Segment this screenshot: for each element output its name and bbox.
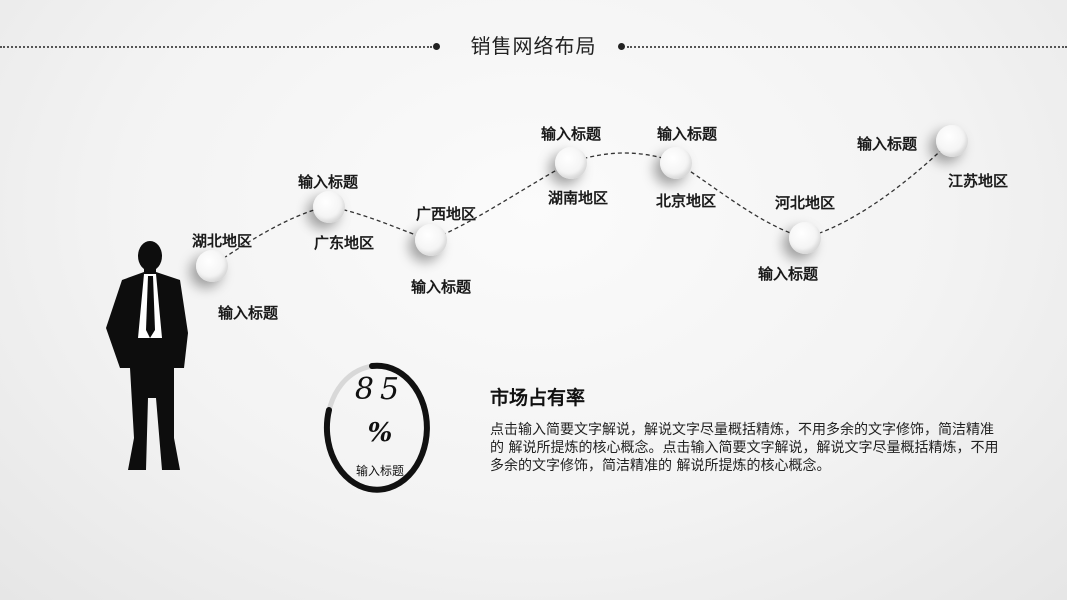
businessman-silhouette-icon	[106, 241, 188, 470]
region-label: 湖北地区	[192, 232, 253, 250]
node-jiangsu[interactable]	[936, 125, 968, 157]
node-hubei[interactable]	[196, 250, 228, 282]
caption-label: 输入标题	[411, 278, 472, 296]
region-label: 北京地区	[656, 192, 717, 210]
caption-label: 输入标题	[657, 125, 718, 143]
header-dot-left	[433, 43, 440, 50]
caption-label: 输入标题	[857, 135, 918, 153]
region-label: 湖南地区	[548, 189, 609, 207]
caption-label: 输入标题	[541, 125, 602, 143]
header-dot-right	[618, 43, 625, 50]
node-guangxi[interactable]	[415, 224, 447, 256]
market-share-title: 市场占有率	[490, 387, 586, 409]
region-label: 河北地区	[775, 194, 836, 212]
gauge-label: 输入标题	[355, 464, 404, 478]
region-label: 广西地区	[416, 205, 477, 223]
caption-label: 输入标题	[758, 265, 819, 283]
market-share-description: 点击输入简要文字解说，解说文字尽量概括精炼，不用多余的文字修饰，简洁精准的 解说…	[490, 422, 999, 474]
caption-label: 输入标题	[298, 173, 359, 191]
page-title: 销售网络布局	[470, 34, 597, 58]
node-hebei[interactable]	[789, 222, 821, 254]
gauge-value: 85	[354, 372, 406, 407]
node-hunan[interactable]	[555, 147, 587, 179]
node-guangdong[interactable]	[313, 191, 345, 223]
region-label: 江苏地区	[948, 172, 1009, 190]
market-share-gauge	[323, 362, 430, 493]
header-divider-left	[0, 46, 432, 48]
caption-label: 输入标题	[218, 304, 279, 322]
header-divider-right	[627, 46, 1067, 48]
gauge-unit: %	[367, 418, 393, 448]
region-label: 广东地区	[314, 234, 375, 252]
node-beijing[interactable]	[660, 147, 692, 179]
